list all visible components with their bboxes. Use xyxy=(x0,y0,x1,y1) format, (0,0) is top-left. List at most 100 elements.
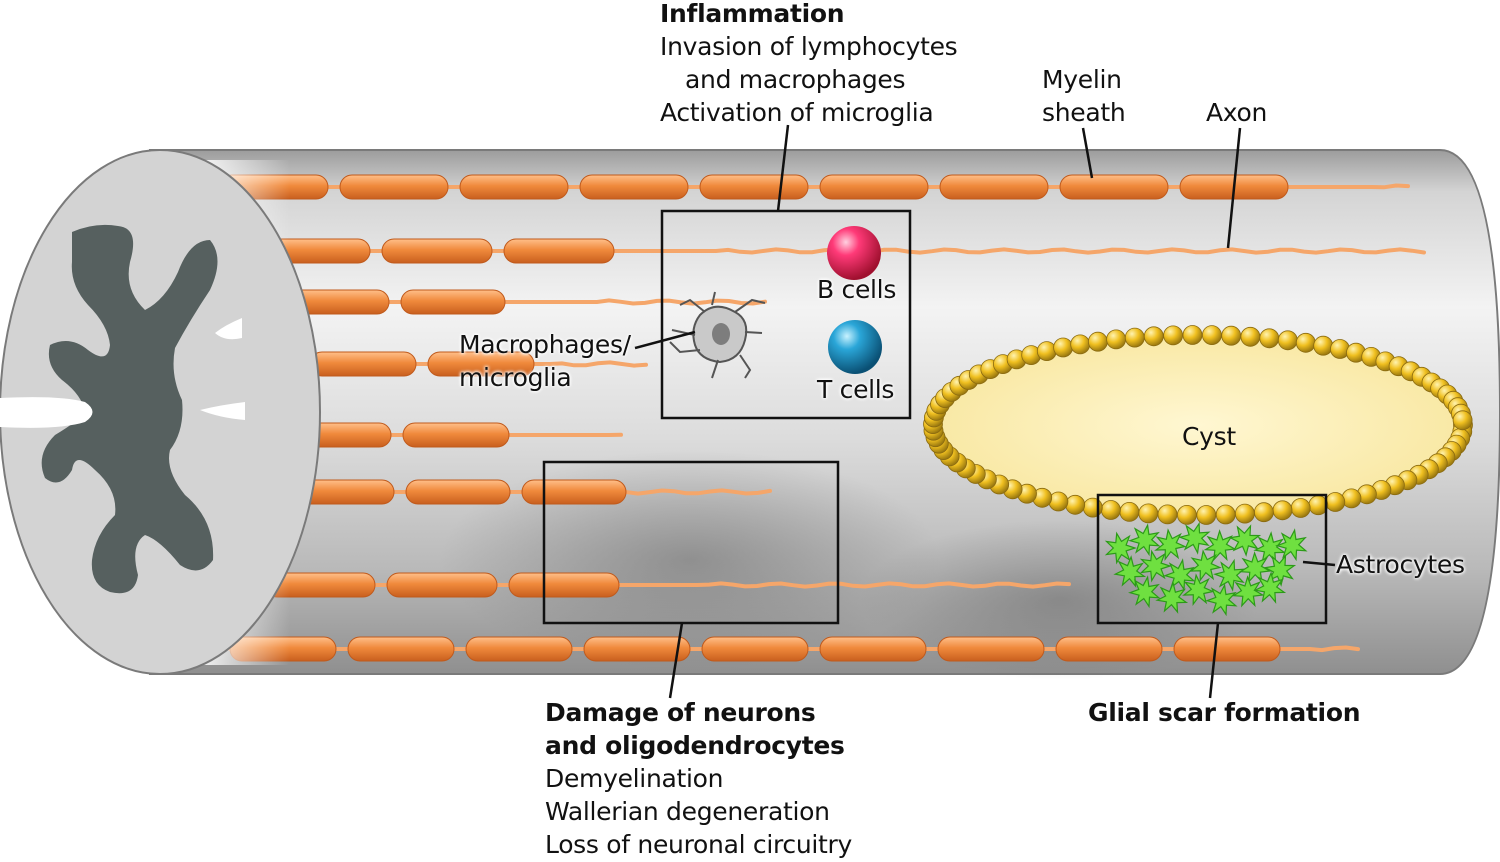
cyst-bead xyxy=(1163,325,1183,346)
damage-box xyxy=(542,460,840,625)
cyst-bead xyxy=(1053,337,1073,358)
astrocyte xyxy=(1228,524,1262,557)
myelin-segment xyxy=(583,636,691,662)
cyst-label: Cyst xyxy=(1182,422,1236,451)
b-cell xyxy=(827,226,881,280)
cyst-bead xyxy=(1295,332,1316,353)
myelin-segment xyxy=(579,174,689,200)
myelin-label-line-2: sheath xyxy=(1042,98,1126,127)
astrocytes-leader-line xyxy=(1302,560,1336,567)
myelin-label-line-1: Myelin xyxy=(1042,65,1122,94)
astrocytes xyxy=(1104,521,1308,617)
astrocyte xyxy=(1155,581,1189,614)
damage-title-2: and oligodendrocytes xyxy=(545,731,845,760)
cyst-bead xyxy=(1341,488,1362,509)
myelin-segment xyxy=(459,174,569,200)
astrocyte xyxy=(1275,528,1308,562)
cyst-bead xyxy=(1048,491,1069,512)
myelin-segment xyxy=(1055,636,1163,662)
damage-line-2: Wallerian degeneration xyxy=(545,797,830,826)
cyst-bead xyxy=(1101,500,1121,520)
astrocytes-label: Astrocytes xyxy=(1336,550,1465,579)
astrocyte xyxy=(1113,555,1147,588)
astrocyte xyxy=(1128,575,1161,609)
astrocyte xyxy=(1213,558,1246,592)
astrocyte xyxy=(1163,558,1196,592)
myelin-segment xyxy=(400,289,506,315)
t-cell xyxy=(828,320,882,374)
myelin-segment xyxy=(347,636,455,662)
astrocyte xyxy=(1189,549,1222,583)
macrophages-label: Macrophages/ microglia xyxy=(459,328,631,394)
inflammation-line-2: and macrophages xyxy=(685,65,906,94)
cyst xyxy=(933,335,1463,515)
axon-label: Axon xyxy=(1206,98,1268,127)
cyst-bead xyxy=(1106,329,1126,350)
myelin-segment xyxy=(309,351,417,377)
astrocyte xyxy=(1128,523,1161,557)
myelin-segment xyxy=(386,572,498,598)
macrophages-label-line-1: Macrophages/ xyxy=(459,330,631,359)
cyst-bead xyxy=(1452,410,1473,431)
astrocyte xyxy=(1253,571,1287,604)
myelin-segment xyxy=(521,479,627,505)
cyst-wall-cells xyxy=(923,325,1473,525)
myelin-segment xyxy=(1173,636,1281,662)
cyst-bead xyxy=(1215,504,1236,525)
glial-scar-label: Glial scar formation xyxy=(1088,696,1361,729)
cyst-bead xyxy=(1259,328,1280,349)
myelin-segment xyxy=(427,351,535,377)
myelin-segment xyxy=(503,238,615,264)
myelin-segment xyxy=(937,636,1045,662)
damage-label: Damage of neurons and oligodendrocytes D… xyxy=(545,696,852,861)
macrophage-cell xyxy=(669,291,766,379)
glial-scar-box xyxy=(1096,493,1328,625)
macrophages-label-line-2: microglia xyxy=(459,363,572,392)
damage-line-3: Loss of neuronal circuitry xyxy=(545,830,853,859)
cyst-bead xyxy=(1119,501,1140,522)
t-cells-label: T cells xyxy=(817,375,895,404)
myelin-segment xyxy=(699,174,809,200)
inflammation-box xyxy=(660,209,912,420)
astrocyte xyxy=(1182,573,1215,607)
inflammation-title: Inflammation xyxy=(660,0,845,28)
cyst-bead xyxy=(1277,330,1298,351)
macrophage-leader-line xyxy=(634,330,696,350)
cyst-bead xyxy=(1088,331,1108,352)
inflammation-label: Inflammation Invasion of lymphocytes and… xyxy=(660,0,958,129)
astrocyte xyxy=(1231,575,1265,608)
astrocyte xyxy=(1104,531,1137,565)
myelin-segment xyxy=(465,636,573,662)
cyst-bead xyxy=(1240,326,1261,347)
cyst-bead xyxy=(1196,505,1217,525)
inflammation-line-1: Invasion of lymphocytes xyxy=(660,32,958,61)
cyst-bead xyxy=(1082,497,1103,518)
myelin-segment xyxy=(402,422,510,448)
myelin-leader-line xyxy=(1081,127,1094,179)
myelin-segment xyxy=(701,636,809,662)
cyst-bead xyxy=(1235,503,1255,524)
cyst-bead xyxy=(1065,494,1086,515)
cyst-bead xyxy=(1272,500,1293,521)
cyst-bead xyxy=(1177,505,1197,525)
b-cells-label: B cells xyxy=(817,275,897,304)
myelin-segment xyxy=(1059,174,1169,200)
cyst-bead xyxy=(1221,325,1242,346)
cyst-bead xyxy=(1138,503,1159,524)
cyst-bead xyxy=(1290,498,1311,518)
cyst-bead xyxy=(1325,492,1346,512)
cyst-bead xyxy=(1070,334,1091,355)
damage-leader-line xyxy=(668,622,684,699)
myelin-segment xyxy=(508,572,620,598)
axon-leader-line xyxy=(1226,127,1242,249)
damage-title-1: Damage of neurons xyxy=(545,698,816,727)
damage-line-1: Demyelination xyxy=(545,764,724,793)
cross-section-gray-matter xyxy=(41,224,218,594)
cyst-bead xyxy=(1143,326,1164,347)
astrocyte xyxy=(1139,549,1172,583)
cyst-bead xyxy=(1313,335,1334,356)
glial-scar-leader-line xyxy=(1208,622,1220,699)
cyst-bead xyxy=(1124,327,1145,348)
myelin-segment xyxy=(819,636,927,662)
